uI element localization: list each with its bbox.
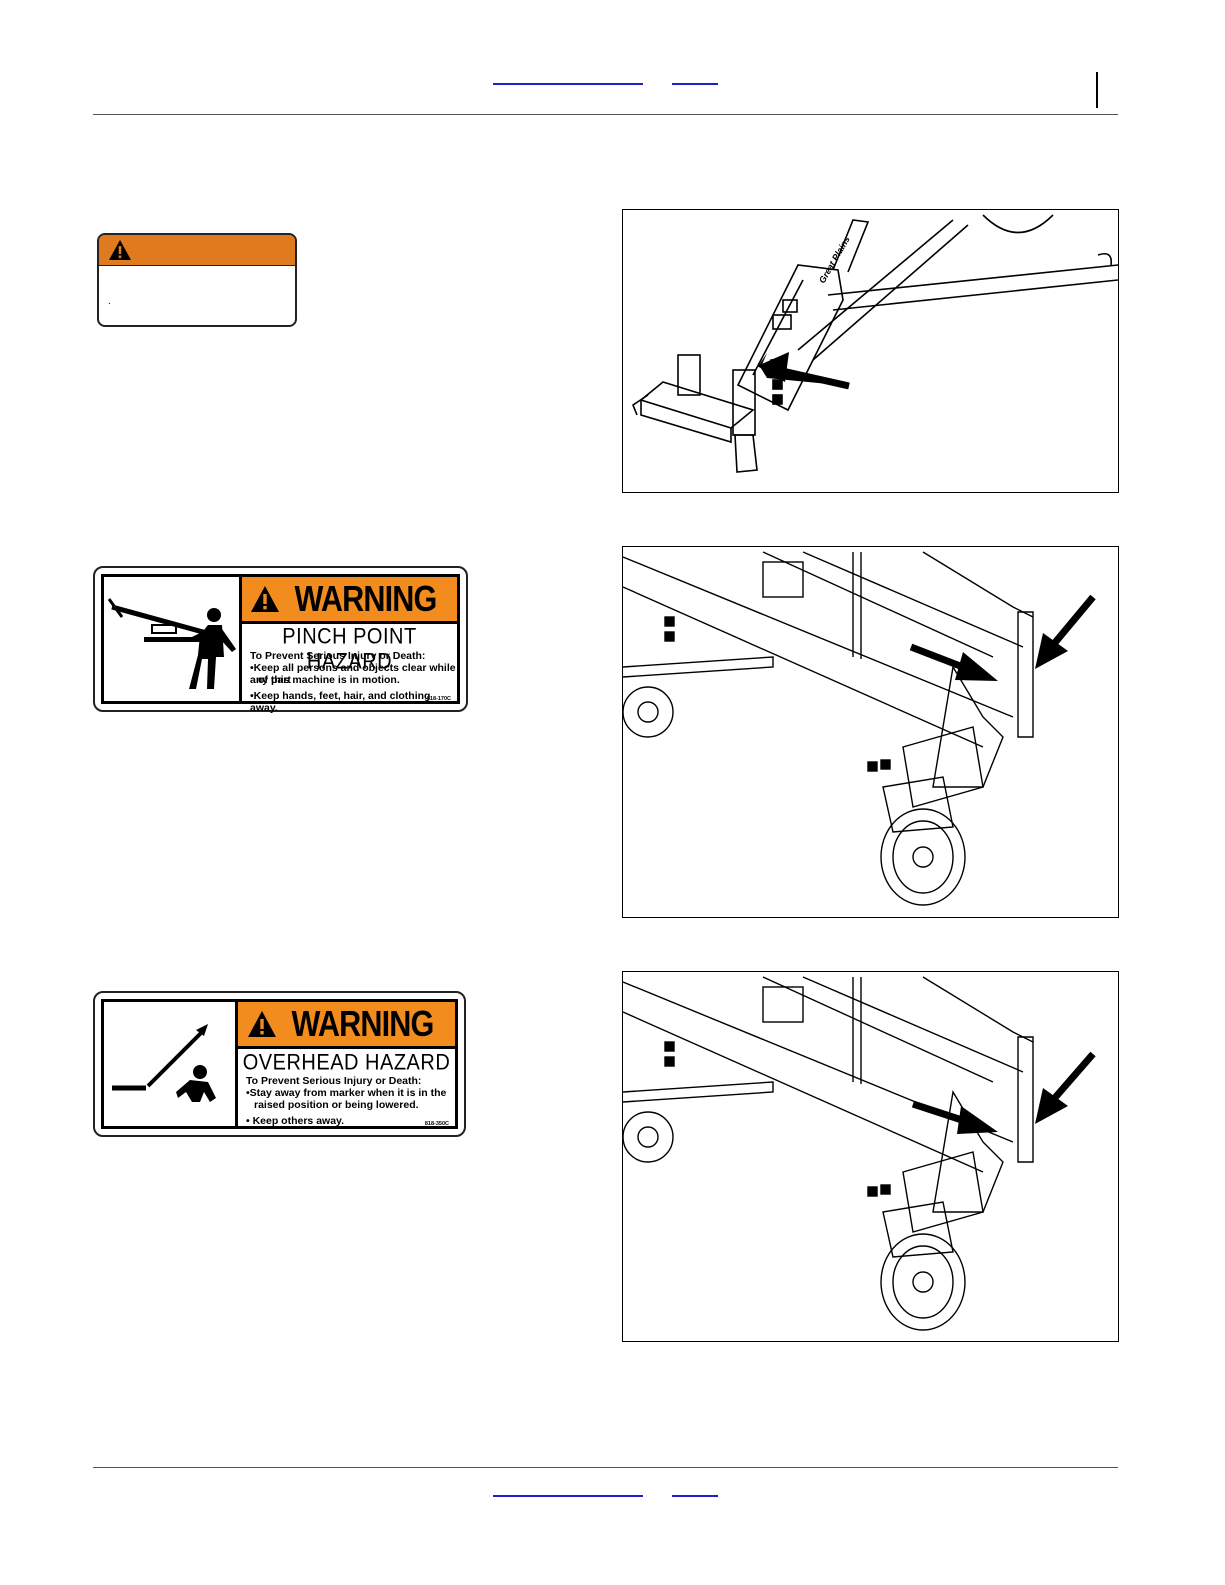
pinch-point-decal: WARNING PINCH POINT HAZARD To Prevent Se… xyxy=(93,566,468,713)
overhead-hazard-title: OVERHEAD HAZARD xyxy=(242,1050,451,1076)
warning-callout-header xyxy=(99,235,295,266)
overhead-bullet-1-cont: raised position or being lowered. xyxy=(254,1099,419,1111)
overhead-lead-text: To Prevent Serious Injury or Death: xyxy=(246,1075,422,1087)
pinch-bullet-1: •Keep all persons and objects clear whil… xyxy=(250,662,456,686)
marker-assembly-illustration-1 xyxy=(623,551,1096,906)
overhead-warning-header: WARNING xyxy=(238,1002,455,1049)
pinch-lead-text: To Prevent Serious Injury or Death: xyxy=(250,650,426,662)
header-link-right[interactable] xyxy=(672,83,718,85)
warning-callout-text: . xyxy=(108,296,111,307)
marker-assembly-illustration-2 xyxy=(623,976,1096,1331)
warning-triangle-icon xyxy=(248,1011,276,1037)
pinch-point-pictogram xyxy=(104,577,242,701)
overhead-decal-code: 818-350C xyxy=(424,1121,449,1127)
header-divider-bar xyxy=(1096,72,1098,108)
header-link-left[interactable] xyxy=(493,83,643,85)
warning-triangle-icon xyxy=(109,240,131,260)
overhead-hazard-icon xyxy=(112,1024,216,1102)
overhead-bullet-2: • Keep others away. xyxy=(246,1115,345,1127)
overhead-signal-word: WARNING xyxy=(291,1003,435,1044)
overhead-decal: WARNING OVERHEAD HAZARD To Prevent Serio… xyxy=(93,991,466,1137)
overhead-bullet-1: •Stay away from marker when it is in the xyxy=(246,1087,447,1099)
pinch-hazard-title: PINCH POINT HAZARD xyxy=(282,624,417,675)
footer-rule xyxy=(93,1467,1118,1468)
pinch-point-decal-border: WARNING PINCH POINT HAZARD To Prevent Se… xyxy=(101,574,460,713)
pinch-decal-code: 818-170C xyxy=(426,696,451,702)
figure-marker-decal-location-2 xyxy=(622,971,1119,1342)
pinch-bullet-2: •Keep hands, feet, hair, and clothing aw… xyxy=(250,690,431,714)
pinch-warning-header: WARNING xyxy=(242,577,457,624)
header-rule xyxy=(93,114,1118,115)
figure-tongue-decal-location: Great Plains xyxy=(622,209,1119,493)
warning-callout-box: . xyxy=(97,233,297,327)
footer-link-right[interactable] xyxy=(672,1495,718,1497)
figure-marker-decal-location-1 xyxy=(622,546,1119,918)
tongue-illustration xyxy=(632,214,1118,473)
overhead-pictogram xyxy=(104,1002,238,1126)
footer-link-left[interactable] xyxy=(493,1495,643,1497)
warning-triangle-icon xyxy=(251,586,279,612)
pinch-hazard-icon xyxy=(107,598,236,689)
pinch-bullet-1-cont: of this machine is in motion. xyxy=(258,674,400,686)
overhead-decal-border: WARNING OVERHEAD HAZARD To Prevent Serio… xyxy=(101,999,458,1129)
pinch-signal-word: WARNING xyxy=(294,578,438,619)
